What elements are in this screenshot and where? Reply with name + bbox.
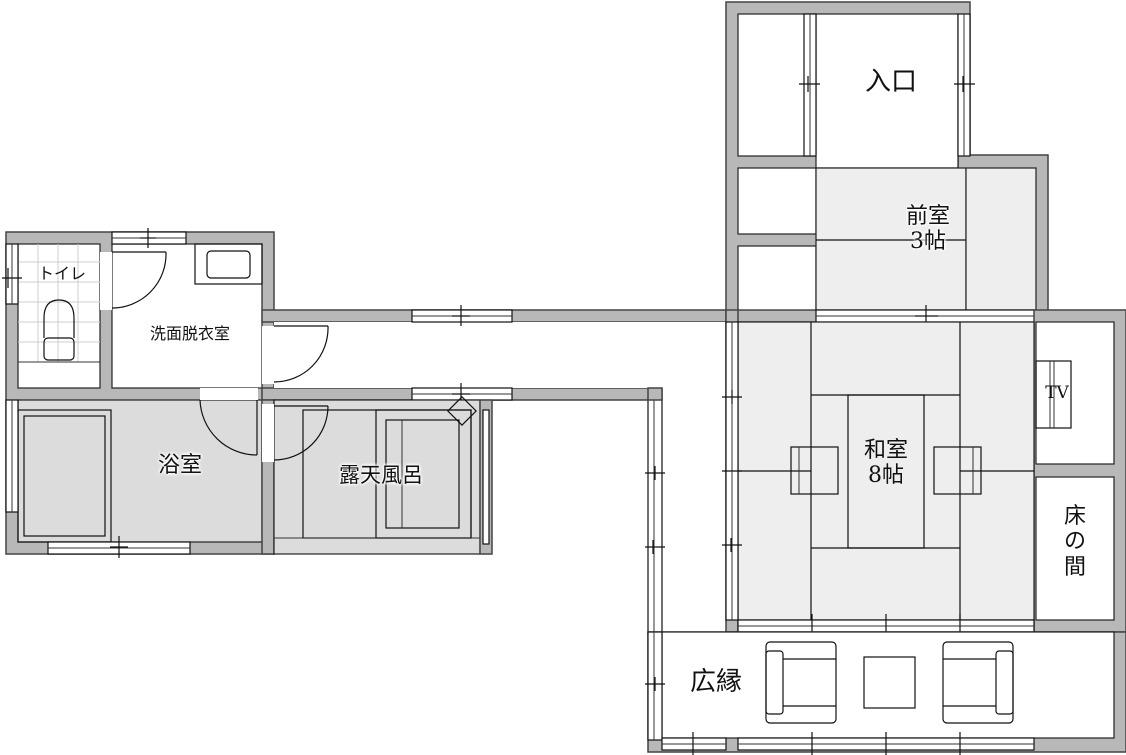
veranda (645, 631, 1126, 755)
left-wing (2, 228, 275, 558)
room-label-washroom: 洗面脱衣室 (149, 324, 230, 343)
toilet-fixture-icon (43, 299, 75, 361)
room-label-bathroom: 浴室 (157, 453, 202, 478)
outdoor-tub-icon (385, 419, 460, 529)
side-table-icon (863, 656, 916, 709)
north-wing (725, 1, 1049, 328)
room-label-open-air-bath: 露天風呂 (339, 463, 423, 487)
toilet-tiles (18, 244, 100, 363)
spout-icon (447, 396, 477, 426)
floor-chair-left-icon (790, 446, 839, 495)
sink-counter (194, 243, 263, 285)
armchair-right-icon (942, 641, 1014, 724)
armchair-left-icon (765, 641, 837, 724)
open-air-bath (262, 396, 493, 555)
floor-chair-right-icon (933, 446, 982, 495)
sink-basin-icon (206, 250, 251, 279)
room-label-toilet: トイレ (37, 264, 86, 283)
low-table-icon (847, 394, 925, 549)
room-label-tokonoma: 床 の 間 (1063, 504, 1086, 580)
room-label-anteroom: 前室 3帖 (905, 204, 950, 255)
side-corridor (645, 387, 665, 635)
room-label-veranda: 広縁 (689, 667, 742, 697)
main-room (722, 309, 1126, 636)
room-label-japanese-room: 和室 8帖 (863, 438, 908, 489)
corridor (261, 305, 730, 555)
bathtub-icon (23, 415, 106, 537)
tv-label: TV (1045, 383, 1069, 403)
room-label-entrance: 入口 (864, 67, 917, 97)
